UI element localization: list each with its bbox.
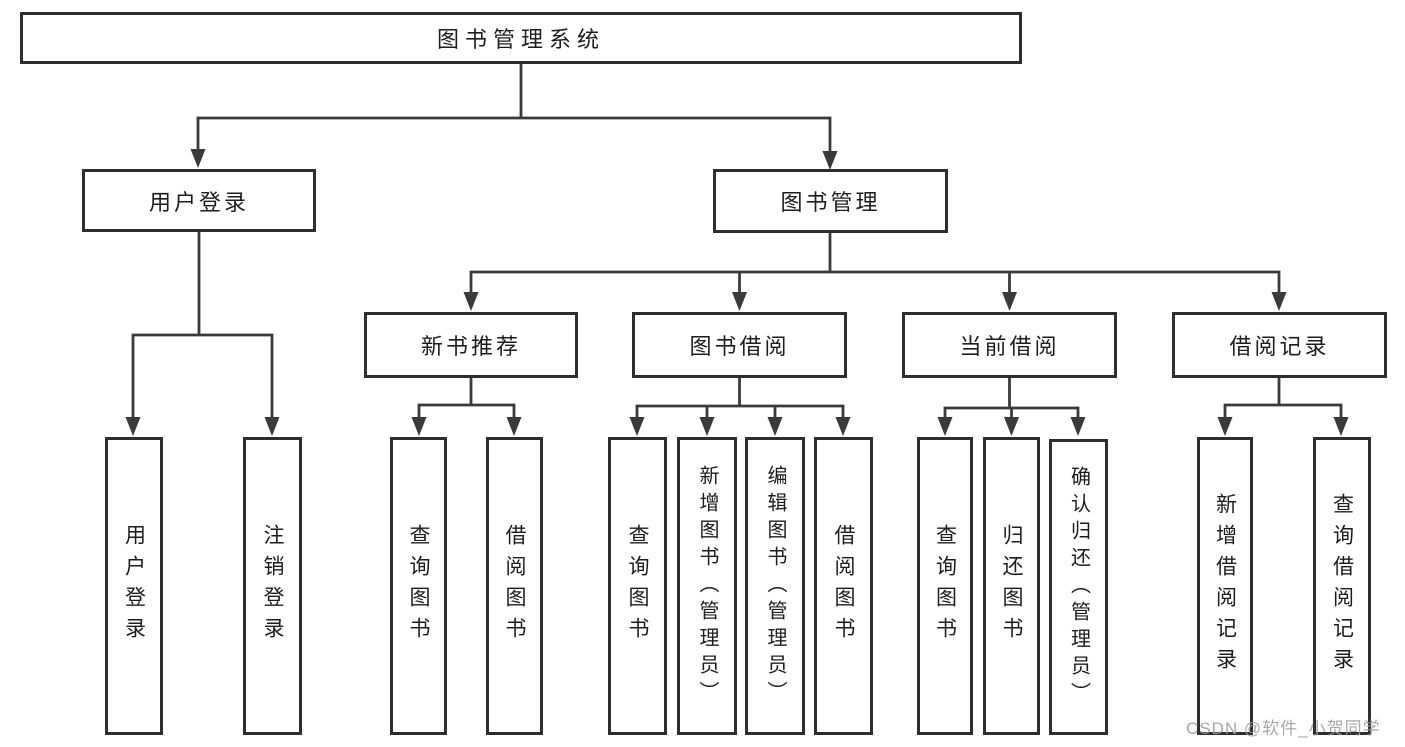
node-book-management: 图书管理 xyxy=(713,169,948,233)
node-current-borrow-label: 当前借阅 xyxy=(959,334,1060,359)
leaf-query-books-3: 查询图书 xyxy=(917,437,973,735)
leaf-edit-book-admin: 编辑图书（管理员） xyxy=(745,437,805,735)
node-book-borrow: 图书借阅 xyxy=(632,312,847,378)
node-new-book-recommend-label: 新书推荐 xyxy=(420,334,521,359)
leaf-add-book-admin-label: 新增图书（管理员） xyxy=(696,464,718,708)
leaf-query-books-1: 查询图书 xyxy=(390,437,447,735)
leaf-edit-book-admin-label: 编辑图书（管理员） xyxy=(764,464,786,708)
node-user-login-label: 用户登录 xyxy=(148,189,249,215)
csdn-watermark: CSDN @软件_小贺同学 xyxy=(1186,719,1381,738)
leaf-borrow-books-2: 借阅图书 xyxy=(814,437,873,735)
leaf-borrow-books-2-label: 借阅图书 xyxy=(832,524,855,648)
leaf-user-login: 用户登录 xyxy=(105,437,163,735)
leaf-confirm-return-admin: 确认归还（管理员） xyxy=(1049,439,1108,735)
leaf-add-borrow-record: 新增借阅记录 xyxy=(1197,437,1253,735)
node-book-management-label: 图书管理 xyxy=(780,190,881,215)
leaf-logout-label: 注销登录 xyxy=(261,524,284,648)
leaf-return-book-label: 归还图书 xyxy=(1000,524,1023,648)
node-borrow-records: 借阅记录 xyxy=(1172,312,1387,378)
node-new-book-recommend: 新书推荐 xyxy=(364,312,578,378)
node-root: 图书管理系统 xyxy=(20,12,1022,64)
leaf-add-book-admin: 新增图书（管理员） xyxy=(677,437,737,735)
leaf-add-borrow-record-label: 新增借阅记录 xyxy=(1213,493,1237,679)
leaf-query-borrow-record-label: 查询借阅记录 xyxy=(1330,493,1354,679)
leaf-query-books-2: 查询图书 xyxy=(608,437,667,735)
leaf-query-books-3-label: 查询图书 xyxy=(933,524,957,648)
leaf-query-books-1-label: 查询图书 xyxy=(407,524,430,648)
leaf-query-borrow-record: 查询借阅记录 xyxy=(1313,437,1371,735)
leaf-return-book: 归还图书 xyxy=(983,437,1040,735)
leaf-query-books-2-label: 查询图书 xyxy=(626,524,649,648)
node-current-borrow: 当前借阅 xyxy=(902,312,1117,378)
node-user-login: 用户登录 xyxy=(82,169,316,232)
node-borrow-records-label: 借阅记录 xyxy=(1229,334,1330,359)
leaf-borrow-books-1-label: 借阅图书 xyxy=(503,524,526,648)
leaf-confirm-return-admin-label: 确认归还（管理员） xyxy=(1067,465,1090,709)
node-book-borrow-label: 图书借阅 xyxy=(689,334,790,359)
leaf-logout: 注销登录 xyxy=(243,437,302,735)
leaf-user-login-label: 用户登录 xyxy=(122,524,146,648)
node-root-label: 图书管理系统 xyxy=(436,27,605,52)
leaf-borrow-books-1: 借阅图书 xyxy=(486,437,543,735)
